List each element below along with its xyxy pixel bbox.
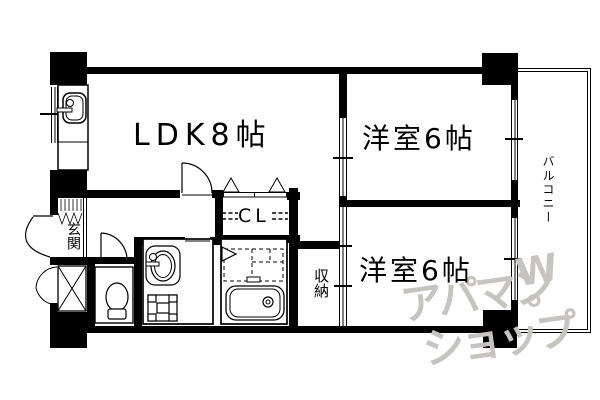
bedroom1-window-tick	[505, 138, 523, 140]
entrance-step-line	[83, 198, 87, 257]
wall-partition-joint-over	[339, 196, 347, 207]
label-balcony: バルコニー	[541, 155, 555, 225]
wall-right-seg1	[511, 85, 518, 100]
meter-box	[35, 265, 87, 312]
entrance-door	[24, 215, 53, 258]
wall-right-seg2	[511, 180, 518, 218]
bathtub	[225, 285, 285, 321]
wall-kitchen-lower	[50, 170, 87, 198]
wall-hall-ldk-left	[85, 190, 180, 198]
label-storage: 収納	[312, 268, 330, 298]
label-entrance: 玄関	[65, 222, 81, 250]
bedroom2-window-tick	[504, 258, 522, 260]
wall-block-top-right	[482, 53, 518, 85]
entrance-tile	[57, 199, 83, 226]
wall-partition-top	[339, 74, 347, 118]
kitchen-sink	[56, 84, 89, 171]
slider-tick-1	[333, 157, 353, 159]
wall-block-top-left	[50, 52, 87, 85]
wall-toilet-left	[87, 263, 95, 333]
wall-closet-left	[215, 192, 223, 243]
kitchen-window-tick	[40, 113, 58, 115]
label-bedroom2: 洋室6帖	[359, 254, 473, 287]
wall-entrance-left	[50, 198, 58, 215]
wall-bottom	[87, 326, 483, 333]
wall-right-seg3	[511, 300, 518, 327]
bathroom-shelf	[246, 276, 261, 283]
slider-tick-2	[336, 245, 352, 247]
wall-block-bottom-left	[50, 312, 87, 348]
bathroom	[220, 238, 288, 325]
label-closet: CL	[238, 205, 270, 227]
wall-toilet-right	[134, 237, 142, 333]
washer-pan	[147, 294, 178, 322]
slider-tick-3	[334, 285, 352, 287]
label-bedroom1: 洋室6帖	[362, 122, 476, 155]
wall-top	[85, 67, 482, 74]
wall-storage-top	[289, 241, 339, 249]
watermark-dot: °	[524, 288, 544, 334]
wall-room-divider	[347, 200, 520, 207]
wall-entrance-bottom	[50, 257, 87, 265]
partition-sliding-doors	[339, 118, 347, 326]
wall-bath-right	[289, 188, 298, 333]
wall-washroom-top-left	[137, 237, 185, 245]
toilet	[94, 266, 134, 324]
label-ldk: LDK8帖	[133, 118, 272, 153]
wall-left-small	[50, 303, 58, 313]
bathroom-counter-dashed	[223, 248, 284, 282]
closet-bifold-doors	[222, 176, 287, 198]
kitchen-window	[51, 87, 58, 143]
bedroom1-balcony-window	[511, 100, 518, 180]
wall-washroom-top-right	[210, 237, 221, 245]
washroom	[142, 238, 214, 325]
bathroom-fold-door	[221, 246, 238, 262]
ldk-door	[181, 162, 213, 196]
vanity-basin	[145, 245, 181, 286]
wall-closet-bottom	[215, 235, 300, 243]
balcony-inner-line	[518, 71, 588, 330]
